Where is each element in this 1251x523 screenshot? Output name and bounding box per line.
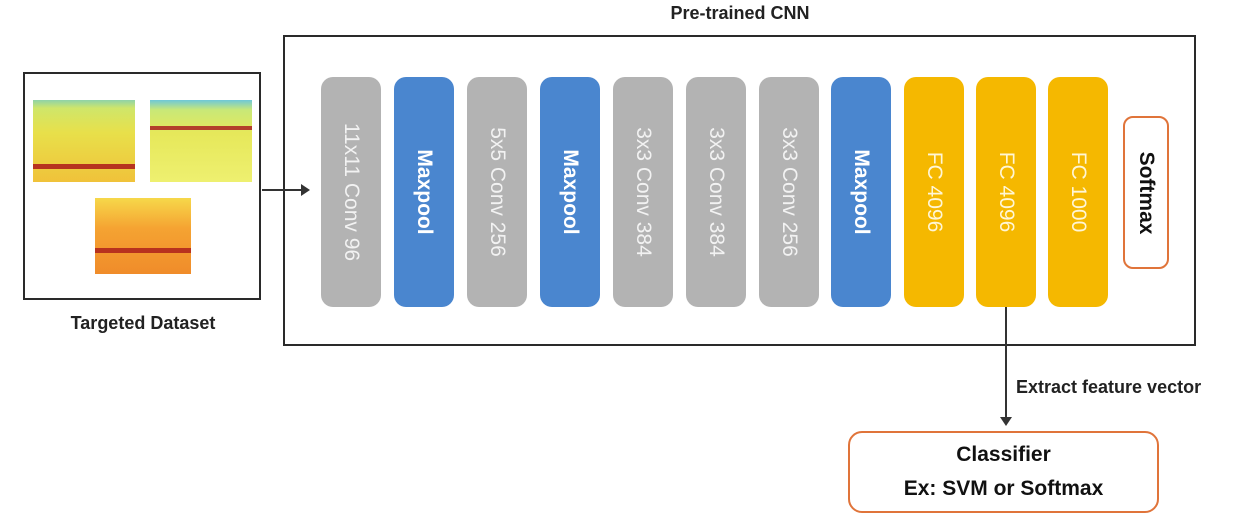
layer-conv-5x5: 5x5 Conv 256 bbox=[467, 77, 527, 307]
layer-label: FC 4096 bbox=[923, 151, 946, 233]
layer-fc-2: FC 4096 bbox=[976, 77, 1036, 307]
layer-label: Maxpool bbox=[850, 149, 873, 235]
layer-maxpool-1: Maxpool bbox=[394, 77, 454, 307]
classifier-example: Ex: SVM or Softmax bbox=[903, 477, 1104, 500]
extract-label: Extract feature vector bbox=[1016, 377, 1202, 397]
layer-label: 3x3 Conv 384 bbox=[705, 127, 728, 257]
layer-label: Maxpool bbox=[413, 149, 436, 235]
layer-conv-3x3-c: 3x3 Conv 256 bbox=[759, 77, 819, 307]
spectrogram-image-1 bbox=[33, 100, 135, 182]
softmax-label: Softmax bbox=[1135, 151, 1158, 234]
input-arrow bbox=[262, 184, 310, 196]
layer-label: 5x5 Conv 256 bbox=[486, 127, 509, 257]
softmax-box: Softmax bbox=[1123, 116, 1169, 269]
layer-maxpool-3: Maxpool bbox=[831, 77, 891, 307]
dataset-panel bbox=[23, 72, 261, 300]
dataset-label: Targeted Dataset bbox=[70, 313, 216, 333]
classifier-title: Classifier bbox=[956, 443, 1051, 466]
cnn-title: Pre-trained CNN bbox=[670, 3, 810, 23]
layer-maxpool-2: Maxpool bbox=[540, 77, 600, 307]
spectrogram-image-3 bbox=[95, 198, 191, 274]
layer-label: FC 1000 bbox=[1067, 151, 1090, 233]
layer-label: 11x11 Conv 96 bbox=[340, 122, 363, 262]
spectrogram-image-2 bbox=[150, 100, 252, 182]
layer-fc-3: FC 1000 bbox=[1048, 77, 1108, 307]
feature-arrow bbox=[1000, 307, 1012, 426]
layer-label: 3x3 Conv 256 bbox=[778, 127, 801, 257]
layer-conv-3x3-a: 3x3 Conv 384 bbox=[613, 77, 673, 307]
layer-label: Maxpool bbox=[559, 149, 582, 235]
layer-conv-11x11: 11x11 Conv 96 bbox=[321, 77, 381, 307]
classifier-box: Classifier Ex: SVM or Softmax bbox=[848, 431, 1159, 513]
layer-label: FC 4096 bbox=[995, 151, 1018, 233]
layer-fc-1: FC 4096 bbox=[904, 77, 964, 307]
layer-conv-3x3-b: 3x3 Conv 384 bbox=[686, 77, 746, 307]
layer-label: 3x3 Conv 384 bbox=[632, 127, 655, 257]
